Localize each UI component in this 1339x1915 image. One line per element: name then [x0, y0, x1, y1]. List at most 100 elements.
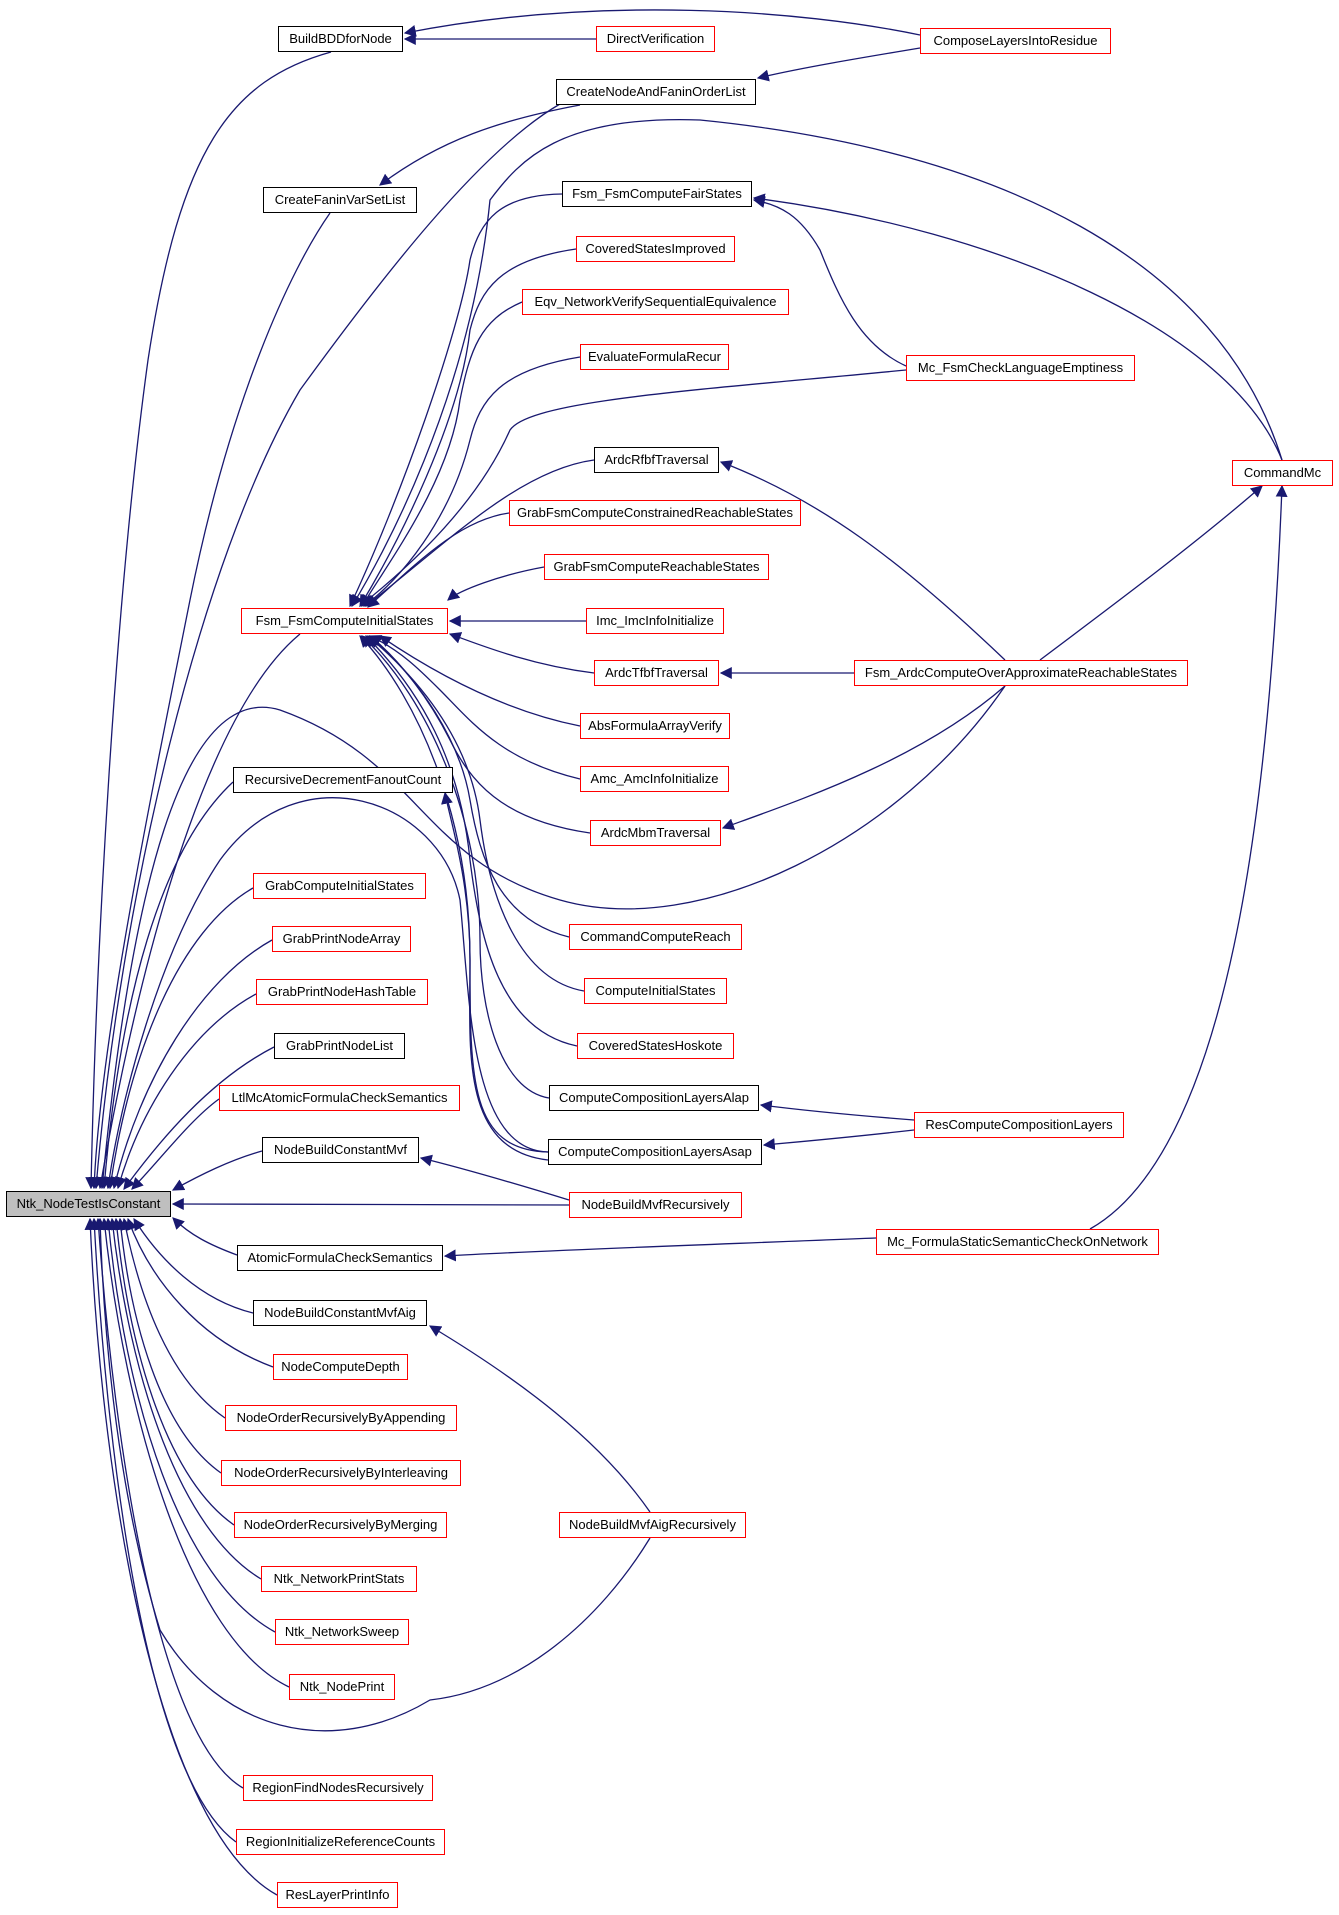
node-nnp[interactable]: Ntk_NodePrint — [289, 1674, 395, 1700]
node-cmc[interactable]: CommandMc — [1232, 460, 1333, 486]
node-afav[interactable]: AbsFormulaArrayVerify — [580, 713, 730, 739]
edge-rirc-to-root — [88, 1217, 237, 1843]
node-ccla[interactable]: ComputeCompositionLayersAlap — [549, 1085, 759, 1111]
edge-lmafcs-to-root — [131, 1098, 220, 1190]
edge-facoars-to-root — [97, 685, 1006, 1190]
node-ncd[interactable]: NodeComputeDepth — [273, 1354, 408, 1380]
edge-cis-to-ffcis — [367, 635, 585, 992]
node-gpna[interactable]: GrabPrintNodeArray — [272, 926, 411, 952]
edge-nnp-to-root — [99, 1217, 290, 1688]
edge-nbmar-to-root — [94, 1217, 651, 1732]
node-csi[interactable]: CoveredStatesImproved — [576, 236, 735, 262]
edge-envse-to-ffcis — [361, 301, 523, 608]
node-efr[interactable]: EvaluateFormulaRecur — [580, 344, 729, 370]
node-art[interactable]: ArdcRfbfTraversal — [594, 447, 719, 473]
edge-csi-to-ffcis — [359, 248, 577, 608]
edge-cmc-to-ffcfs — [752, 193, 1283, 461]
node-rccl[interactable]: ResComputeCompositionLayers — [914, 1112, 1124, 1138]
edge-cclas-to-rdfc — [441, 791, 549, 1161]
node-rirc[interactable]: RegionInitializeReferenceCounts — [236, 1829, 445, 1855]
node-nns[interactable]: Ntk_NetworkSweep — [275, 1619, 409, 1645]
node-root[interactable]: Ntk_NodeTestIsConstant — [6, 1191, 171, 1217]
edge-nbmr-to-root — [171, 1198, 570, 1211]
edge-gfcrs-to-ffcis — [447, 566, 545, 601]
edge-art-to-facoars — [719, 460, 1006, 661]
edge-rccl-to-ccla — [759, 1100, 915, 1121]
edge-csh-to-ffcis — [365, 635, 578, 1047]
node-gfcrs[interactable]: GrabFsmComputeReachableStates — [544, 554, 769, 580]
node-nbmar[interactable]: NodeBuildMvfAigRecursively — [559, 1512, 746, 1538]
node-rfnr[interactable]: RegionFindNodesRecursively — [243, 1775, 433, 1801]
edge-rfnr-to-root — [92, 1217, 244, 1789]
edge-gfccrs-to-ffcis — [367, 512, 510, 608]
edge-cfvsl-to-root — [88, 212, 331, 1190]
node-cis[interactable]: ComputeInitialStates — [584, 978, 727, 1004]
node-norbm[interactable]: NodeOrderRecursivelyByMerging — [234, 1512, 447, 1538]
node-csh[interactable]: CoveredStatesHoskote — [577, 1033, 734, 1059]
node-iii[interactable]: Imc_ImcInfoInitialize — [586, 608, 724, 634]
edge-ffcfs-to-ffcis — [349, 193, 563, 608]
node-cfvsl[interactable]: CreateFaninVarSetList — [263, 187, 417, 213]
edge-ncd-to-root — [126, 1217, 274, 1368]
node-cclas[interactable]: ComputeCompositionLayersAsap — [548, 1139, 762, 1165]
edge-cclas-to-root — [103, 797, 549, 1190]
node-att[interactable]: ArdcTfbfTraversal — [594, 660, 719, 686]
node-nnps[interactable]: Ntk_NetworkPrintStats — [261, 1566, 417, 1592]
edge-nnps-to-root — [107, 1217, 262, 1580]
node-clr[interactable]: ComposeLayersIntoResidue — [920, 28, 1111, 54]
node-dv[interactable]: DirectVerification — [596, 26, 715, 52]
edge-ffcis-to-root — [95, 633, 301, 1190]
edge-amt-to-facoars — [721, 685, 1006, 830]
edge-gcis-to-root — [105, 887, 254, 1190]
node-nbcma[interactable]: NodeBuildConstantMvfAig — [253, 1300, 427, 1326]
node-afcs[interactable]: AtomicFormulaCheckSemantics — [237, 1245, 443, 1271]
node-gpnht[interactable]: GrabPrintNodeHashTable — [256, 979, 428, 1005]
edge-gpna-to-root — [110, 939, 273, 1190]
node-nbcm[interactable]: NodeBuildConstantMvf — [262, 1137, 419, 1163]
edge-afcs-to-root — [172, 1217, 238, 1256]
edge-facoars-to-cmc — [1039, 485, 1263, 661]
node-gfccrs[interactable]: GrabFsmComputeConstrainedReachableStates — [509, 500, 801, 526]
node-gpnl[interactable]: GrabPrintNodeList — [274, 1033, 405, 1059]
edge-afav-to-ffcis — [379, 635, 581, 727]
edge-clr-to-cnafol — [756, 47, 921, 82]
node-gcis[interactable]: GrabComputeInitialStates — [253, 873, 426, 899]
edge-nbcm-to-root — [171, 1150, 263, 1191]
edge-nbmar-to-nbcma — [428, 1325, 651, 1513]
edge-mfsscon-to-cmc — [1089, 484, 1288, 1230]
node-bbdd[interactable]: BuildBDDforNode — [278, 26, 403, 52]
node-ffcfs[interactable]: Fsm_FsmComputeFairStates — [562, 181, 752, 207]
edge-cmc-to-ffcis — [351, 118, 1283, 608]
edge-rccl-to-cclas — [762, 1129, 915, 1151]
node-rlpi[interactable]: ResLayerPrintInfo — [277, 1882, 398, 1908]
node-mfsscon[interactable]: Mc_FormulaStaticSemanticCheckOnNetwork — [876, 1229, 1159, 1255]
node-ffcis[interactable]: Fsm_FsmComputeInitialStates — [241, 608, 448, 634]
edge-rlpi-to-root — [84, 1217, 278, 1896]
node-amt[interactable]: ArdcMbmTraversal — [590, 820, 721, 846]
node-facoars[interactable]: Fsm_ArdcComputeOverApproximateReachableS… — [854, 660, 1188, 686]
edge-gpnl-to-root — [123, 1046, 275, 1190]
node-rdfc[interactable]: RecursiveDecrementFanoutCount — [233, 767, 453, 793]
edge-aai-to-ffcis — [368, 635, 581, 780]
node-aai[interactable]: Amc_AmcInfoInitialize — [580, 766, 729, 792]
edge-mfcle-to-ffcfs — [752, 196, 907, 367]
node-norba[interactable]: NodeOrderRecursivelyByAppending — [225, 1405, 457, 1431]
edge-ffcfs-to-root — [90, 103, 561, 1190]
edge-nbmr-to-nbcm — [419, 1154, 570, 1201]
edge-norbm-to-root — [111, 1217, 235, 1526]
edge-amt-to-ffcis — [369, 635, 591, 834]
edge-cnafol-to-cfvsl — [379, 104, 581, 186]
edge-bbdd-to-root — [85, 51, 332, 1190]
node-envse[interactable]: Eqv_NetworkVerifySequentialEquivalence — [522, 289, 789, 315]
node-lmafcs[interactable]: LtlMcAtomicFormulaCheckSemantics — [219, 1085, 460, 1111]
node-cnafol[interactable]: CreateNodeAndFaninOrderList — [556, 79, 756, 105]
node-nbmr[interactable]: NodeBuildMvfRecursively — [569, 1192, 742, 1218]
edge-nns-to-root — [103, 1217, 276, 1633]
edge-att-to-ffcis — [448, 632, 595, 674]
edge-ccla-to-ffcis — [361, 635, 550, 1099]
edge-gpnht-to-root — [115, 993, 257, 1190]
node-norbi[interactable]: NodeOrderRecursivelyByInterleaving — [221, 1460, 461, 1486]
node-ccr[interactable]: CommandComputeReach — [569, 924, 742, 950]
node-mfcle[interactable]: Mc_FsmCheckLanguageEmptiness — [906, 355, 1135, 381]
